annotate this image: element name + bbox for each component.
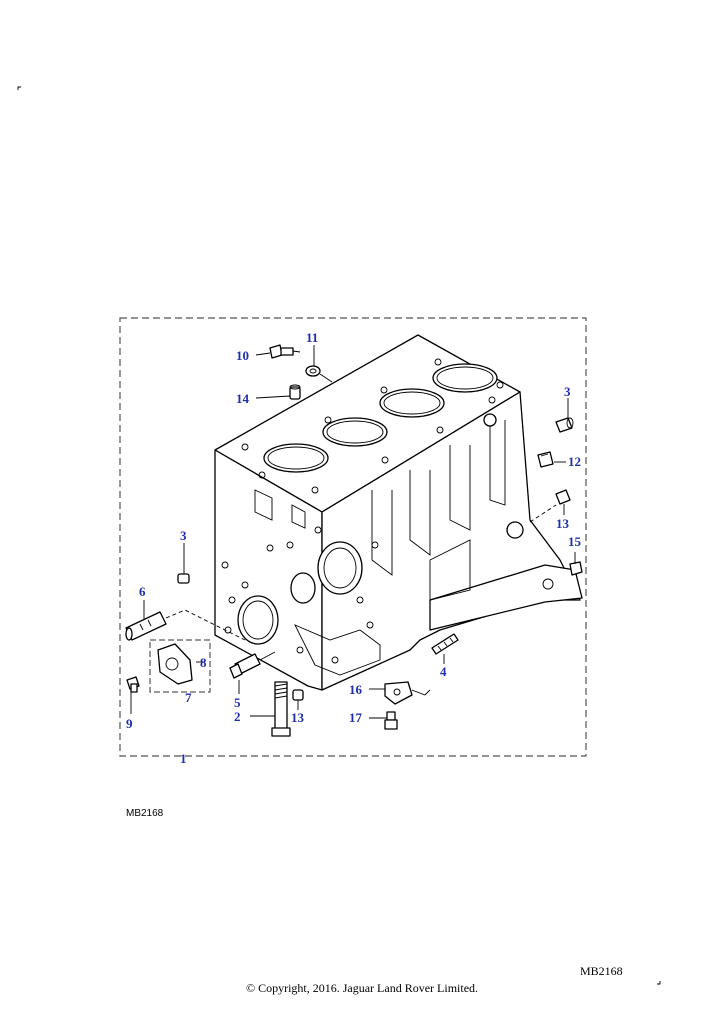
crop-mark-top-left <box>17 86 21 90</box>
part-9-bolt <box>126 676 140 693</box>
part-3-plug-left <box>177 573 190 584</box>
copyright-notice: © Copyright, 2016. Jaguar Land Rover Lim… <box>245 981 479 995</box>
callout-11[interactable]: 11 <box>306 330 318 345</box>
part-5-sensor <box>229 651 276 679</box>
callout-9[interactable]: 9 <box>126 716 133 731</box>
assembly-border <box>119 317 587 757</box>
callout-14[interactable]: 14 <box>236 391 250 406</box>
callout-13-right[interactable]: 13 <box>556 516 570 531</box>
part-10-bolt <box>269 344 301 359</box>
part-13-plug-right <box>529 489 571 523</box>
part-16-bracket <box>384 681 431 705</box>
part-3-plug-right <box>555 417 574 433</box>
callout-5[interactable]: 5 <box>234 695 241 710</box>
callout-1[interactable]: 1 <box>180 751 187 766</box>
part-6-shaft <box>125 609 246 641</box>
callout-13-bottom[interactable]: 13 <box>291 710 305 725</box>
callout-3-left[interactable]: 3 <box>180 528 187 543</box>
callout-10[interactable]: 10 <box>236 348 249 363</box>
callout-17[interactable]: 17 <box>349 710 363 725</box>
callout-12[interactable]: 12 <box>568 454 581 469</box>
crop-mark-bottom-right <box>657 981 661 985</box>
part-12-plug <box>537 451 554 468</box>
callout-6[interactable]: 6 <box>139 584 146 599</box>
part-4-stud <box>431 633 459 655</box>
callout-4[interactable]: 4 <box>440 664 447 679</box>
callout-16[interactable]: 16 <box>349 682 363 697</box>
callout-8[interactable]: 8 <box>200 655 207 670</box>
leader-lines <box>130 345 576 719</box>
diagram-reference: MB2168 <box>126 808 164 819</box>
callout-2[interactable]: 2 <box>234 709 241 724</box>
callout-3-right[interactable]: 3 <box>564 384 571 399</box>
part-2-bolt <box>271 681 291 737</box>
part-11-washer <box>305 365 333 383</box>
callout-15[interactable]: 15 <box>568 534 582 549</box>
part-14-dowel <box>289 384 301 400</box>
callout-7[interactable]: 7 <box>185 690 192 705</box>
cylinder-block <box>214 334 583 691</box>
footer-reference: MB2168 <box>580 964 623 978</box>
part-17-bolt <box>384 711 398 730</box>
part-7-group <box>149 639 211 693</box>
part-15-plug <box>569 561 583 576</box>
part-13-plug-bottom <box>292 689 304 701</box>
